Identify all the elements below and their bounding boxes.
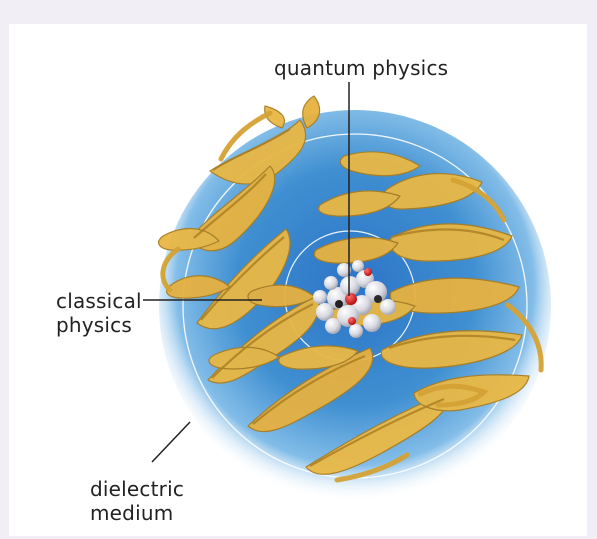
dielectric-medium-leader bbox=[152, 422, 190, 462]
classical-physics-label: classical physics bbox=[56, 289, 142, 337]
dielectric-medium-label: dielectric medium bbox=[90, 477, 184, 525]
carbon-atom bbox=[335, 300, 343, 308]
carbon-atom bbox=[374, 295, 382, 303]
oxygen-atom bbox=[348, 317, 356, 325]
quantum-physics-label: quantum physics bbox=[274, 56, 448, 80]
oxygen-atom bbox=[364, 268, 372, 276]
oxygen-atom bbox=[345, 293, 357, 305]
